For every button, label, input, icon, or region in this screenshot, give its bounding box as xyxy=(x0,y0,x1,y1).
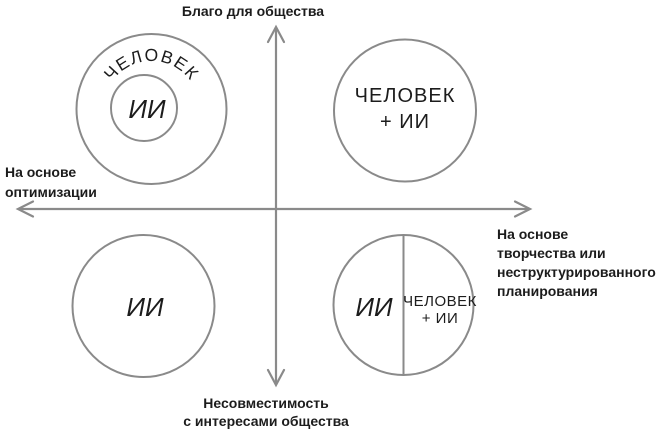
bottom-left-label: ИИ xyxy=(126,292,164,322)
top-left-inner-circle xyxy=(110,74,178,142)
bottom-right-right-label-line1: ЧЕЛОВЕК xyxy=(403,293,477,310)
quadrant-bottom-right-group: ИИ ЧЕЛОВЕК + ИИ xyxy=(332,234,477,376)
top-left-inner-label: ИИ xyxy=(128,94,166,124)
up-arrowhead-icon xyxy=(266,24,286,44)
axis-label-bottom-line1: Несовместимость xyxy=(203,395,329,411)
bottom-right-right-label-line2: + ИИ xyxy=(422,310,459,327)
bottom-right-left-label: ИИ xyxy=(355,292,393,322)
vertical-axis xyxy=(266,24,286,388)
axis-label-bottom-line2: с интересами общества xyxy=(183,413,349,429)
axis-label-left-line1: На основе xyxy=(5,164,76,180)
axis-label-top: Благо для общества xyxy=(182,3,324,19)
axis-label-right-line2: творчества или xyxy=(497,245,606,261)
axis-label-right-line3: неструктурированного xyxy=(497,264,656,280)
quadrant-bottom-left-group: ИИ xyxy=(71,234,216,378)
bottom-left-circle xyxy=(71,234,216,378)
quadrant-top-left-group: ЧЕЛОВЕК ИИ xyxy=(75,33,228,185)
right-arrowhead-icon xyxy=(513,200,533,218)
axis-label-right-line1: На основе xyxy=(497,226,568,242)
quadrant-top-right-group: ЧЕЛОВЕК + ИИ xyxy=(333,38,477,183)
top-right-label-line1: ЧЕЛОВЕК xyxy=(355,85,456,107)
axis-label-right-line4: планирования xyxy=(497,283,598,299)
left-arrowhead-icon xyxy=(15,200,35,218)
top-right-label-line2: + ИИ xyxy=(380,111,430,133)
axis-label-left-line2: оптимизации xyxy=(5,184,97,200)
top-right-circle xyxy=(333,38,477,183)
top-left-outer-circle xyxy=(75,33,228,185)
bottom-right-circle xyxy=(332,234,475,376)
down-arrowhead-icon xyxy=(266,368,286,388)
top-left-outer-label: ЧЕЛОВЕК xyxy=(100,45,203,84)
horizontal-axis xyxy=(15,200,533,218)
